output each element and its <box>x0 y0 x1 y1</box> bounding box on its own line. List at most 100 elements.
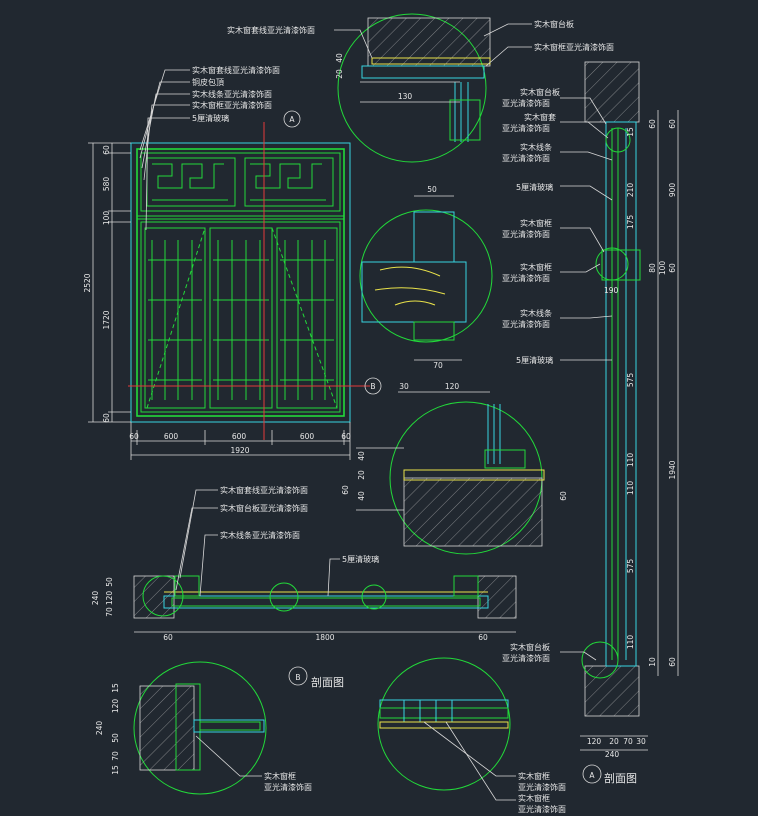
a-bottom-total: 240 <box>605 750 620 759</box>
label-glass: 5厘清玻璃 <box>192 113 229 123</box>
dim-upper: 580 <box>102 177 111 192</box>
d3-h-1: 20 <box>357 470 366 480</box>
d4-h-2: 240 <box>95 721 104 736</box>
detail-circle-4: 15 120 240 50 70 15 实木窗框 亚光清漆饰面 <box>95 661 312 795</box>
label-a-finish-5: 亚光清漆饰面 <box>502 273 550 283</box>
label-b-sill: 实木窗台板亚光清漆饰面 <box>220 503 308 513</box>
caption-b-marker: B <box>295 673 300 682</box>
caption-a-marker: A <box>589 771 595 780</box>
a-right-mid-2: 100 <box>658 261 667 276</box>
detail-circle-2: 50 70 <box>359 185 493 370</box>
a-right-bottom-1: 60 <box>668 657 677 667</box>
dim-total-height: 2520 <box>83 273 92 292</box>
label-trim: 实木窗套线亚光清漆饰面 <box>192 65 280 75</box>
b-part-1: 120 <box>105 591 114 606</box>
label-a-strip-2: 实木线条 <box>520 308 552 318</box>
label-strip: 实木线条亚光清漆饰面 <box>192 89 272 99</box>
a-right-mid-0: 900 <box>668 183 677 198</box>
a-right-low: 1940 <box>668 460 677 479</box>
a-inner-5: 110 <box>626 481 635 496</box>
dim-w-3: 600 <box>300 432 315 441</box>
dim-w-2: 600 <box>232 432 247 441</box>
label-frame: 实木窗框亚光清漆饰面 <box>192 100 272 110</box>
d3-w-1: 120 <box>445 382 460 391</box>
label-a-finish-1: 亚光清漆饰面 <box>502 98 550 108</box>
d3-w-0: 30 <box>399 382 409 391</box>
label-d1-frame: 实木窗框亚光清漆饰面 <box>534 42 614 52</box>
label-d5-frame-1: 实木窗框 <box>518 771 550 781</box>
dim-w-0: 60 <box>129 432 139 441</box>
label-d5-frame-2: 实木窗框 <box>518 793 550 803</box>
a-inner-1: 210 <box>626 183 635 198</box>
b-total-width: 1800 <box>315 633 334 642</box>
dim-w-1: 600 <box>164 432 179 441</box>
caption-a: 剖面图 <box>604 771 637 785</box>
dim-lower: 1720 <box>102 310 111 329</box>
a-bottom-2: 70 <box>623 737 633 746</box>
d4-h-5: 15 <box>111 765 120 775</box>
a-inner-6: 575 <box>626 559 635 574</box>
dim-w-4: 60 <box>341 432 351 441</box>
label-a-glass-1: 5厘清玻璃 <box>516 182 553 192</box>
label-d1-sill: 实木窗台板 <box>534 19 574 29</box>
d2-w-1: 70 <box>433 361 443 370</box>
label-a-sill-2: 实木窗台板 <box>510 642 550 652</box>
section-a-marker: A <box>289 115 295 124</box>
b-side-right: 60 <box>478 633 488 642</box>
label-a-finish-2: 亚光清漆饰面 <box>502 123 550 133</box>
label-a-finish-7: 亚光清漆饰面 <box>502 653 550 663</box>
a-right-top-0: 60 <box>648 119 657 129</box>
b-part-0: 50 <box>105 577 114 587</box>
label-d1-trim: 实木窗套线亚光清漆饰面 <box>227 25 315 35</box>
label-a-finish-4: 亚光清漆饰面 <box>502 229 550 239</box>
d3-h-0: 40 <box>357 451 366 461</box>
a-inner-0: 15 <box>626 127 635 137</box>
a-right-bottom-0: 10 <box>648 657 657 667</box>
d3-h-3: 60 <box>341 485 350 495</box>
label-a-finish-6: 亚光清漆饰面 <box>502 319 550 329</box>
section-a: 60 60 900 80 100 60 1940 10 60 15 210 17… <box>502 61 679 785</box>
b-height-total: 240 <box>91 591 100 606</box>
d1-h-1: 20 <box>335 69 344 79</box>
label-a-glass-2: 5厘清玻璃 <box>516 355 553 365</box>
d4-h-3: 50 <box>111 733 120 743</box>
label-copper: 铜皮包頂 <box>192 77 224 87</box>
dim-top-frame: 60 <box>102 145 111 155</box>
a-inner-4: 110 <box>626 453 635 468</box>
d2-w-0: 50 <box>427 185 437 194</box>
dim-bottom-frame: 60 <box>102 413 111 423</box>
a-inner-8: 190 <box>604 286 619 295</box>
a-bottom-1: 20 <box>609 737 619 746</box>
label-d5-finish-2: 亚光清漆饰面 <box>518 804 566 814</box>
a-inner-3: 575 <box>626 373 635 388</box>
label-d5-finish-1: 亚光清漆饰面 <box>518 782 566 792</box>
d4-h-0: 15 <box>111 683 120 693</box>
d1-h-0: 40 <box>335 53 344 63</box>
d4-h-1: 120 <box>111 699 120 714</box>
b-side-left: 60 <box>163 633 173 642</box>
a-bottom-0: 120 <box>587 737 602 746</box>
label-d4-finish: 亚光清漆饰面 <box>264 782 312 792</box>
section-b-marker: B <box>370 382 375 391</box>
a-right-top-1: 60 <box>668 119 677 129</box>
a-inner-2: 175 <box>626 215 635 230</box>
a-inner-7: 110 <box>626 635 635 650</box>
label-a-frame-1: 实木窗框 <box>520 218 552 228</box>
d3-h-4: 60 <box>559 491 568 501</box>
dim-mid: 100 <box>102 211 111 226</box>
label-b-strip: 实木线条亚光清漆饰面 <box>220 530 300 540</box>
label-a-frame-2: 实木窗框 <box>520 262 552 272</box>
a-bottom-3: 30 <box>636 737 646 746</box>
label-a-trim: 实木窗套 <box>524 112 556 122</box>
label-b-trim: 实木窗套线亚光清漆饰面 <box>220 485 308 495</box>
a-right-mid-3: 60 <box>668 263 677 273</box>
d1-width: 130 <box>398 92 413 101</box>
label-b-glass: 5厘清玻璃 <box>342 554 379 564</box>
detail-circle-3: 40 20 40 60 60 30 120 <box>341 382 568 555</box>
caption-b: 剖面图 <box>311 675 344 689</box>
a-right-mid-1: 80 <box>648 263 657 273</box>
label-d4-frame: 实木窗框 <box>264 771 296 781</box>
d3-h-2: 40 <box>357 491 366 501</box>
label-a-strip-1: 实木线条 <box>520 142 552 152</box>
